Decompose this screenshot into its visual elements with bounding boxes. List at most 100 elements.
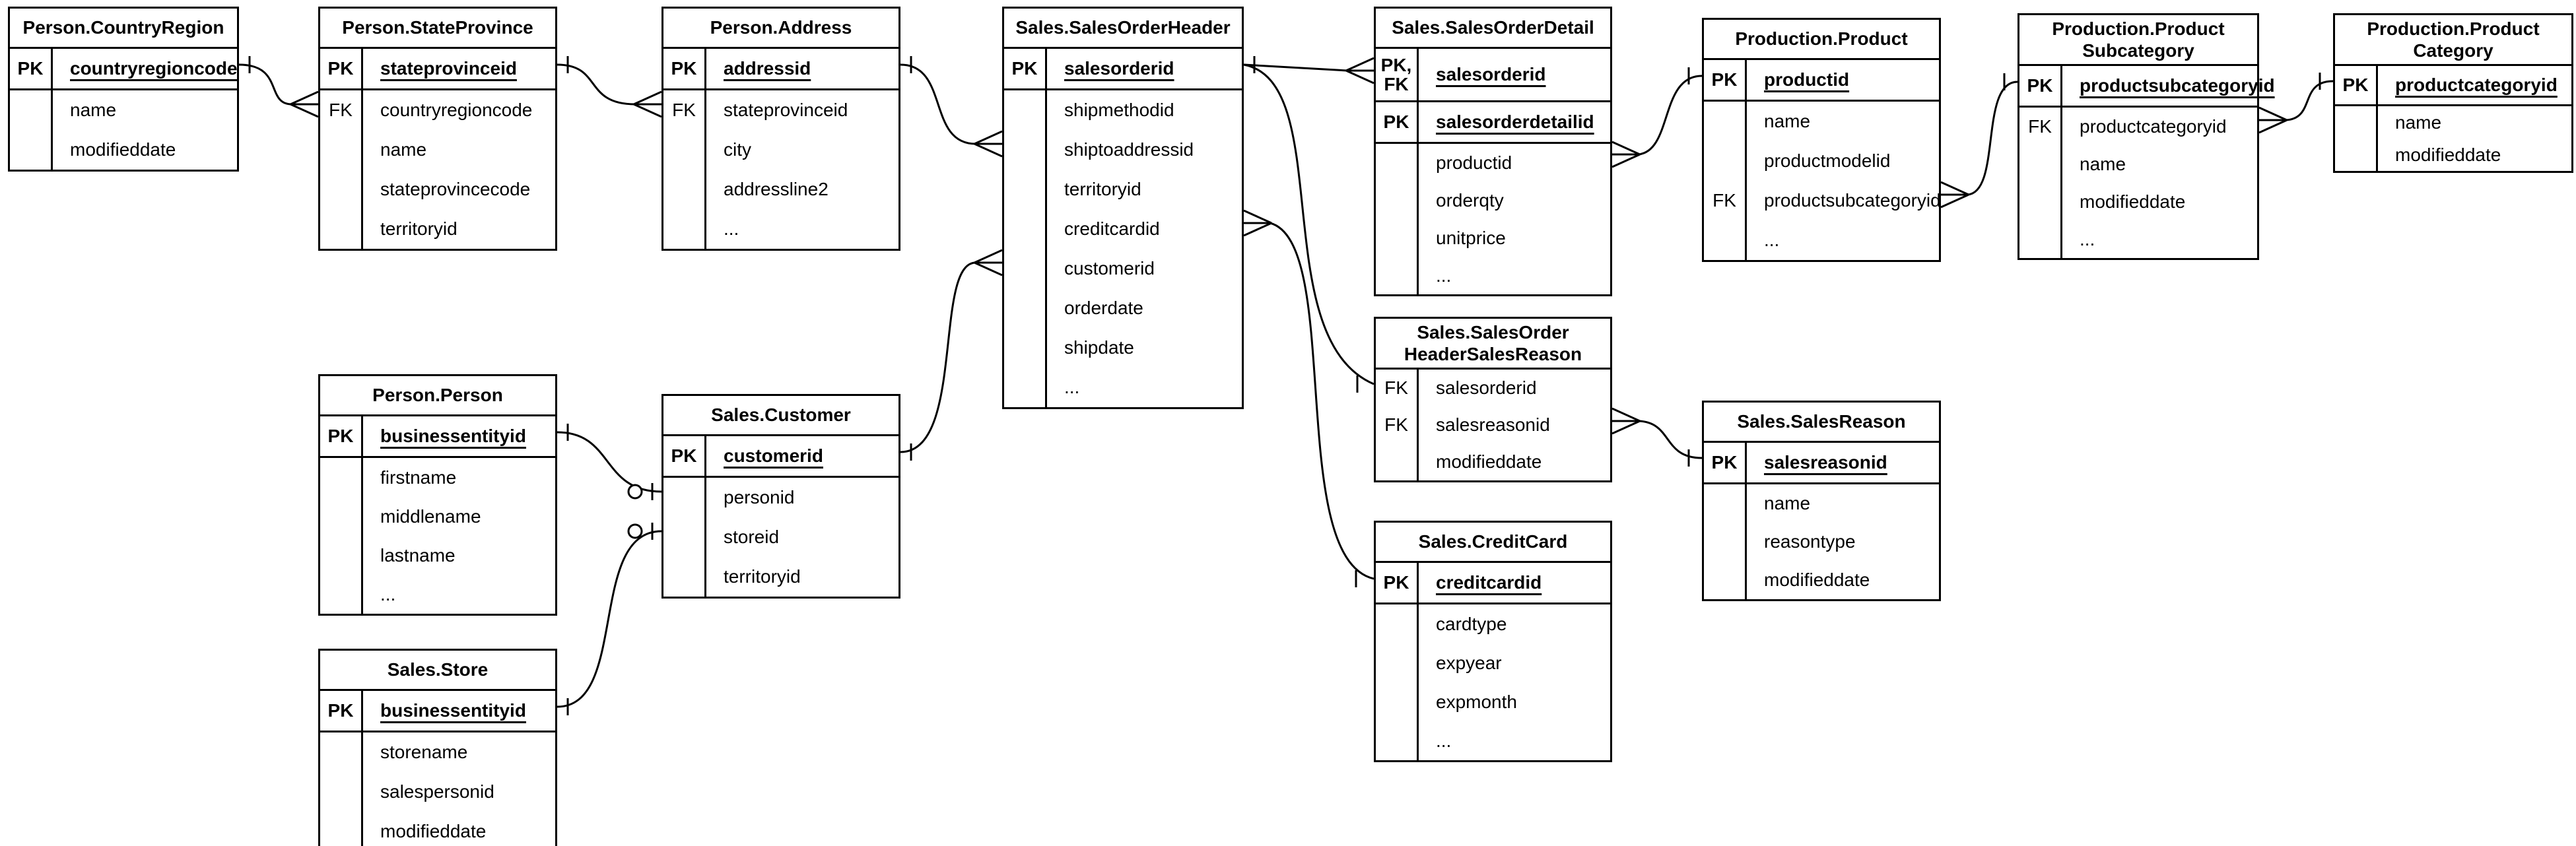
relationship-line	[900, 63, 976, 145]
field-name: territoryid	[380, 218, 458, 239]
relationship-line	[1638, 420, 1703, 459]
field-name: salesorderdetailid	[1436, 112, 1594, 132]
field-row-shipmethodid: shipmethodid	[1004, 90, 1242, 130]
table-title-line: Person.Person	[372, 385, 503, 406]
table-title-line: Sales.SalesOrderHeader	[1015, 17, 1231, 38]
key-label	[1704, 484, 1747, 523]
field-row-expmonth: expmonth	[1376, 682, 1610, 721]
field-name: orderdate	[1064, 298, 1143, 318]
field-name: addressid	[724, 58, 811, 79]
cardinality-many-crowfoot	[1611, 407, 1641, 435]
table-title-sales-salesreason: Sales.SalesReason	[1704, 403, 1939, 441]
connector-Sales.SalesOrderHeaderSalesReason.salesreasonid-to-Sales.SalesReason.salesreasonid	[1611, 407, 1703, 467]
field-name: shipdate	[1064, 337, 1134, 358]
key-label: PK	[320, 49, 363, 88]
field-row-modifieddate: modifieddate	[320, 812, 555, 846]
field-row-...: ...	[2019, 220, 2257, 258]
table-title-sales-salesorderheader: Sales.SalesOrderHeader	[1004, 9, 1242, 47]
field-row-firstname: firstname	[320, 458, 555, 497]
table-title-line: Sales.SalesReason	[1737, 411, 1906, 432]
relationship-line	[1270, 222, 1374, 580]
key-label: FK	[320, 90, 363, 130]
field-name: productid	[1436, 152, 1512, 173]
key-label	[1376, 257, 1419, 294]
key-label	[1376, 443, 1419, 480]
connector-Sales.SalesOrderDetail.productid-to-Production.Product.productid	[1611, 67, 1703, 168]
field-name: addressline2	[724, 179, 829, 199]
cardinality-zero-circle	[627, 523, 643, 539]
field-name: stateprovinceid	[380, 58, 517, 79]
field-name: modifieddate	[2395, 144, 2501, 165]
field-row-...: ...	[1376, 721, 1610, 760]
field-name: modifieddate	[380, 821, 487, 841]
field-name: customerid	[724, 445, 823, 466]
field-name: countryregioncode	[70, 58, 238, 79]
table-section: PK salesorderdetailid	[1376, 100, 1610, 142]
key-label: FK	[1704, 181, 1747, 220]
field-row-storeid: storeid	[663, 517, 898, 557]
relationship-line	[1638, 75, 1703, 156]
key-label	[1376, 144, 1419, 181]
field-name: ...	[1436, 730, 1452, 751]
field-name: salespersonid	[380, 781, 494, 802]
field-name: lastname	[380, 544, 456, 566]
field-row-stateprovincecode: stateprovincecode	[320, 170, 555, 209]
field-name: productsubcategoryid	[2080, 75, 2275, 96]
key-label	[1004, 288, 1047, 328]
relationship-line	[557, 530, 662, 708]
field-name: reasontype	[1764, 531, 1856, 552]
key-label: PK	[1376, 102, 1419, 142]
connector-Sales.SalesOrderHeader.salesorderid-to-Sales.SalesOrderDetail.salesorderid	[1243, 56, 1374, 84]
key-label: PK	[320, 416, 363, 456]
key-label	[320, 575, 363, 614]
field-name: name	[70, 100, 117, 120]
relationship-line	[900, 261, 976, 453]
key-label	[320, 812, 363, 846]
field-name: salesreasonid	[1764, 452, 1887, 472]
table-title-person-person: Person.Person	[320, 376, 555, 414]
field-name: businessentityid	[380, 426, 526, 446]
cardinality-many-crowfoot	[1611, 141, 1641, 168]
table-title-line: Sales.SalesOrder	[1417, 321, 1569, 342]
field-name: personid	[724, 487, 795, 507]
field-name: expmonth	[1436, 691, 1517, 712]
field-name: modifieddate	[2080, 191, 2186, 212]
table-title-line: Sales.CreditCard	[1418, 531, 1568, 552]
field-row-expyear: expyear	[1376, 643, 1610, 682]
cardinality-many-crowfoot	[633, 90, 662, 118]
field-row-businessentityid: PK businessentityid	[320, 691, 555, 731]
key-label	[1704, 561, 1747, 599]
field-row-salesorderdetailid: PK salesorderdetailid	[1376, 102, 1610, 142]
table-title-sales-store: Sales.Store	[320, 651, 555, 689]
key-label	[663, 170, 706, 209]
field-row-modifieddate: modifieddate	[2019, 183, 2257, 220]
field-name: modifieddate	[1764, 569, 1870, 590]
relationship-line	[1243, 63, 1374, 385]
key-label: PK	[320, 691, 363, 731]
field-row-customerid: customerid	[1004, 249, 1242, 288]
field-name: territoryid	[724, 566, 801, 587]
table-title-sales-creditcard: Sales.CreditCard	[1376, 523, 1610, 561]
field-name: businessentityid	[380, 700, 526, 721]
key-label: PK	[1704, 60, 1747, 100]
field-name: creditcardid	[1064, 218, 1160, 239]
field-row-...: ...	[663, 209, 898, 249]
